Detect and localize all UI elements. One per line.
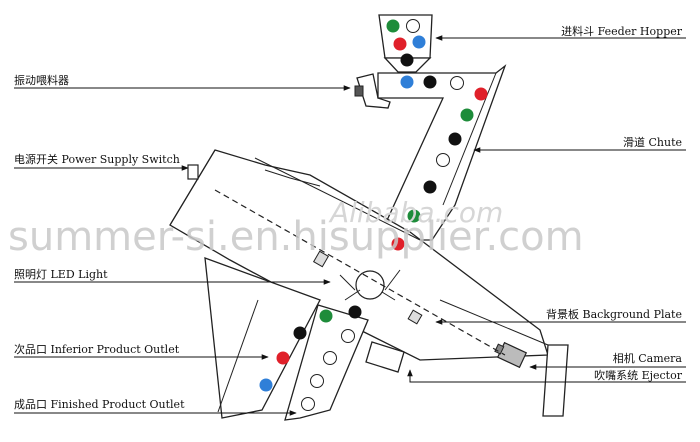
led-light xyxy=(312,250,423,325)
label-led-light: 照明灯 LED Light xyxy=(14,268,108,281)
watermark-main: summer-si.en.hisupplier.com xyxy=(8,214,584,260)
bean xyxy=(259,378,273,392)
bean xyxy=(319,309,333,323)
bean xyxy=(448,132,462,146)
leader-lines xyxy=(14,35,686,416)
bean xyxy=(293,326,307,340)
label-power-switch: 电源开关 Power Supply Switch xyxy=(14,152,180,166)
bean xyxy=(450,76,464,90)
bean xyxy=(341,329,355,343)
bean xyxy=(391,237,405,251)
camera xyxy=(494,341,528,369)
bean xyxy=(412,35,426,49)
ejector xyxy=(365,341,405,373)
bean xyxy=(301,397,315,411)
label-finished-outlet: 成品口 Finished Product Outlet xyxy=(14,398,185,411)
bean xyxy=(460,108,474,122)
sorting-ring xyxy=(339,269,401,301)
watermark-secondary: Alibaba.com xyxy=(328,196,503,229)
bean xyxy=(348,305,362,319)
bean xyxy=(423,75,437,89)
label-background-plate: 背景板 Background Plate xyxy=(546,307,682,321)
bean xyxy=(400,75,414,89)
label-ejector: 吹嘴系统 Ejector xyxy=(594,369,683,382)
label-feeder-hopper: 进料斗 Feeder Hopper xyxy=(561,24,683,38)
bean xyxy=(393,37,407,51)
bean xyxy=(407,209,421,223)
bean xyxy=(406,19,420,33)
power-switch[interactable] xyxy=(187,164,199,180)
beans xyxy=(259,19,488,411)
bean xyxy=(474,87,488,101)
bean xyxy=(423,180,437,194)
label-camera: 相机 Camera xyxy=(613,351,683,365)
optical-axis xyxy=(214,189,506,356)
bean xyxy=(436,153,450,167)
label-chute: 滑道 Chute xyxy=(623,135,682,149)
bean xyxy=(276,351,290,365)
vibrating-feeder xyxy=(354,73,391,109)
bean xyxy=(400,53,414,67)
label-vibrating-feeder: 振动喂料器 xyxy=(14,73,69,87)
label-inferior-outlet: 次品口 Inferior Product Outlet xyxy=(14,342,180,356)
bean xyxy=(386,19,400,33)
bean xyxy=(310,374,324,388)
bean xyxy=(323,351,337,365)
